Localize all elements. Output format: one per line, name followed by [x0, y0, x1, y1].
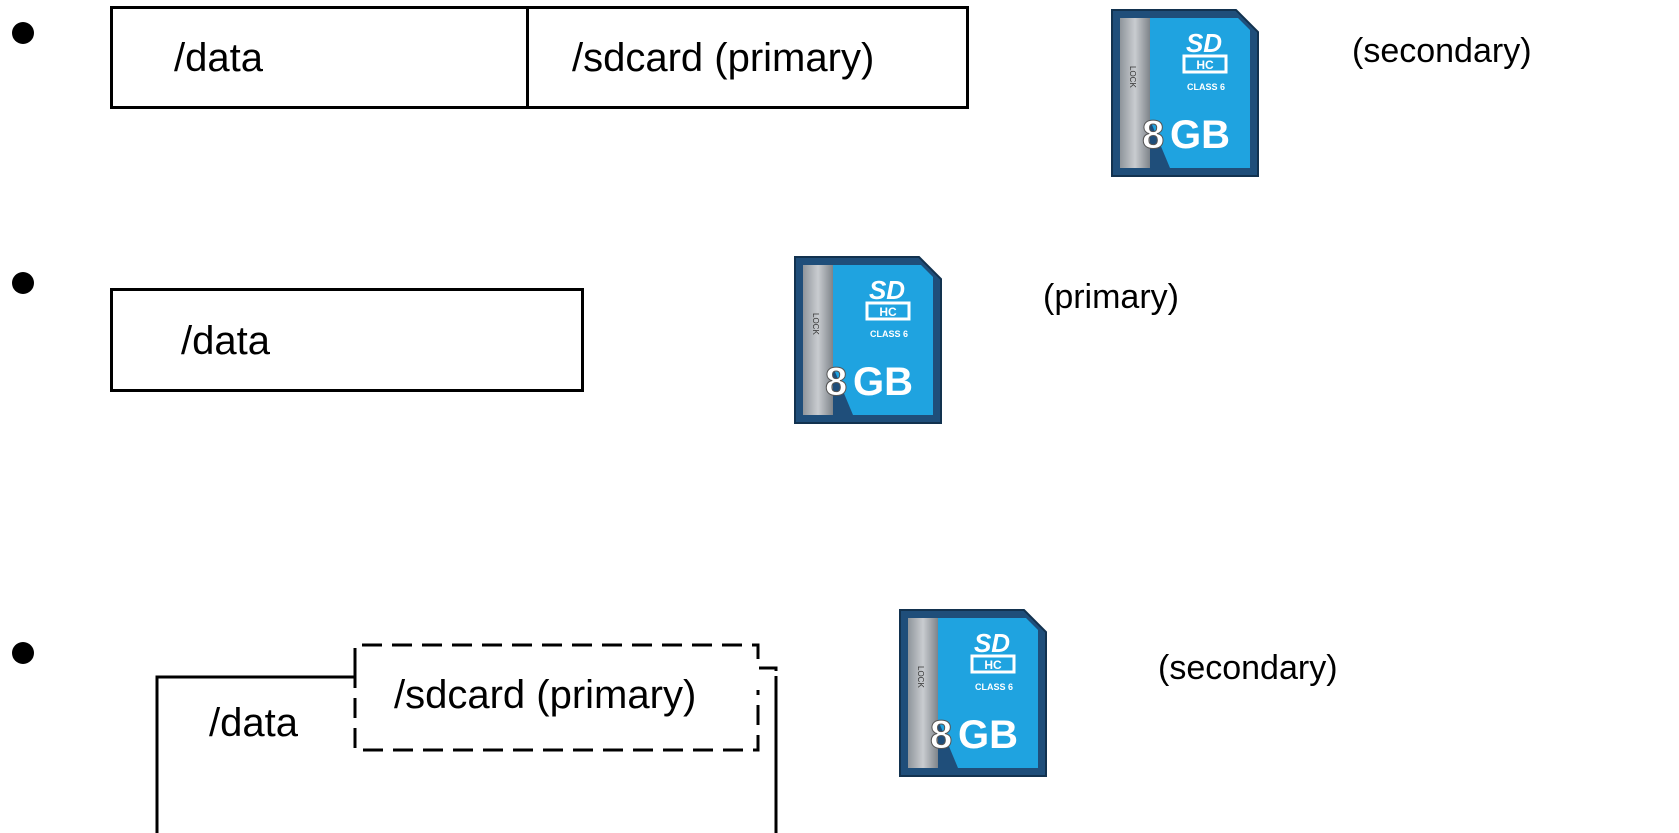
card-role-caption: (secondary): [1158, 649, 1338, 687]
svg-text:LOCK: LOCK: [811, 313, 820, 335]
svg-text:CLASS 6: CLASS 6: [870, 329, 908, 339]
svg-text:HC: HC: [1196, 58, 1214, 72]
data-partition-label: /data: [181, 319, 270, 363]
sdcard-partition-label: /sdcard (primary): [572, 36, 875, 80]
data-partition-label: /data: [174, 36, 263, 80]
bullet-1: [12, 22, 34, 44]
sdcard-partition-label: /sdcard (primary): [394, 673, 697, 717]
partition-bar-2: [110, 288, 584, 392]
svg-text:CLASS 6: CLASS 6: [1187, 82, 1225, 92]
svg-text:SD: SD: [869, 275, 905, 305]
svg-text:LOCK: LOCK: [1128, 66, 1137, 88]
bullet-2: [12, 272, 34, 294]
svg-text:8: 8: [825, 360, 847, 404]
svg-text:SD: SD: [974, 628, 1010, 658]
svg-text:CLASS 6: CLASS 6: [975, 682, 1013, 692]
partition-bar-1: [110, 6, 969, 109]
svg-text:HC: HC: [984, 658, 1002, 672]
svg-text:GB: GB: [853, 360, 913, 404]
svg-text:8: 8: [930, 713, 952, 757]
partition-divider: [526, 9, 529, 106]
partition-outline-3: [155, 643, 778, 833]
svg-text:LOCK: LOCK: [916, 666, 925, 688]
svg-text:SD: SD: [1186, 28, 1222, 58]
bullet-3: [12, 642, 34, 664]
svg-text:HC: HC: [879, 305, 897, 319]
card-role-caption: (primary): [1043, 278, 1179, 316]
svg-text:GB: GB: [1170, 113, 1230, 157]
card-role-caption: (secondary): [1352, 32, 1532, 70]
svg-text:8: 8: [1142, 113, 1164, 157]
svg-text:GB: GB: [958, 713, 1018, 757]
data-partition-label: /data: [209, 701, 298, 745]
